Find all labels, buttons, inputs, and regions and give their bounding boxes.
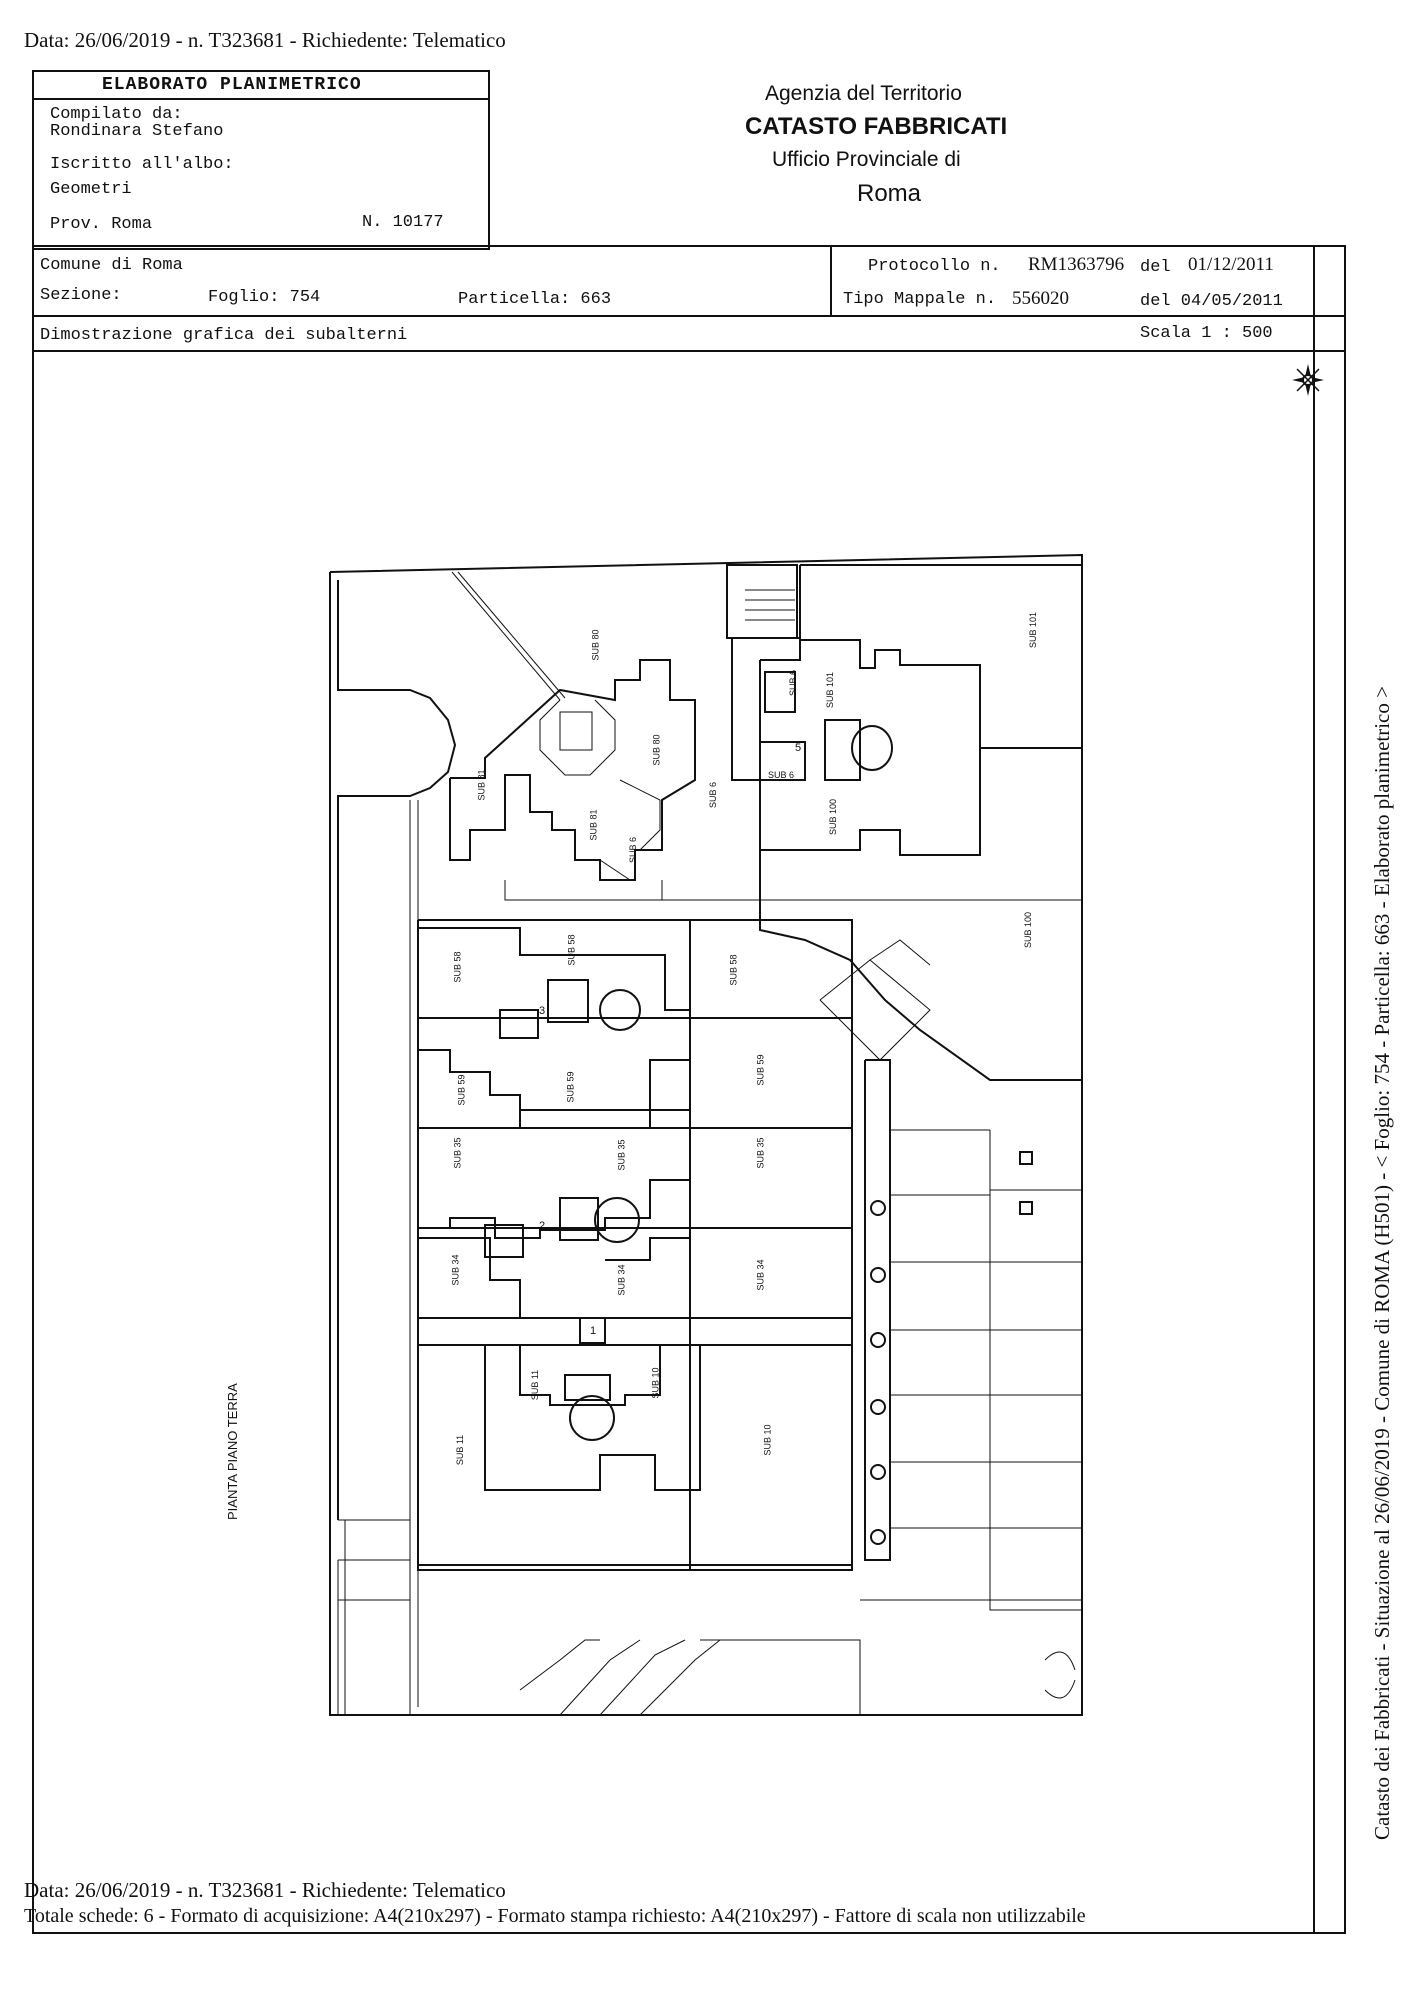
footer-line2: Totale schede: 6 - Formato di acquisizio… [24,1905,1086,1927]
sub-label: SUB 101 [825,671,836,709]
sub-label: SUB 59 [755,1054,766,1086]
tipo-mappale-date: del 04/05/2011 [1140,292,1283,311]
right-inner-border [1313,350,1315,1934]
sub-label: SUB 100 [1023,911,1034,949]
sub-label: SUB 58 [452,951,463,983]
prov-value: Prov. Roma [50,215,153,234]
protocollo-label: Protocollo n. [868,257,1001,276]
dimostrazione-label: Dimostrazione grafica dei subalterni [40,326,408,345]
sub-label: SUB 80 [590,629,601,661]
protocollo-del-label: del [1140,258,1171,277]
protocollo-number: RM1363796 [1028,254,1125,275]
sub-label: SUB 6 [628,836,639,864]
stair-number: 1 [590,1325,597,1337]
albo-value: Geometri [50,180,132,199]
compilato-name: Rondinara Stefano [50,122,224,141]
sub-label: SUB 101 [1028,611,1039,649]
sub-label: SUB 34 [616,1264,627,1296]
main-frame [32,245,1346,1934]
elaborato-title: ELABORATO PLANIMETRICO [102,75,362,95]
sub-label: SUB 6 [768,770,795,780]
agenzia-line4: Roma [857,180,922,207]
tipo-mappale-label: Tipo Mappale n. [843,290,997,309]
albo-number: N. 10177 [362,213,444,232]
stair-number: 5 [795,742,802,754]
agenzia-line1: Agenzia del Territorio [765,82,962,105]
info-right-divider [1313,245,1315,350]
scale-divider [32,350,1346,352]
sub-label: SUB 58 [728,954,739,986]
sub-label: SUB 100 [828,798,839,836]
sub-label: SUB 81 [588,809,599,841]
sub-label: SUB 11 [455,1434,466,1466]
sub-label: SUB 6 [788,669,799,697]
side-vertical-text: Catasto dei Fabbricati - Situazione al 2… [1370,686,1394,1840]
sub-label: SUB 58 [566,934,577,966]
stair-number: 3 [539,1005,546,1017]
sezione-label: Sezione: [40,286,122,305]
footer-line1: Data: 26/06/2019 - n. T323681 - Richiede… [24,1878,506,1902]
scale-label: Scala 1 : 500 [1140,324,1273,343]
top-header-line: Data: 26/06/2019 - n. T323681 - Richiede… [24,28,506,52]
sub-label: SUB 6 [708,781,719,809]
sub-label: SUB 81 [476,769,487,801]
sub-label: SUB 10 [650,1367,661,1399]
sub-label: SUB 35 [616,1139,627,1171]
foglio-value: Foglio: 754 [208,288,321,307]
sub-label: SUB 35 [452,1137,463,1169]
sub-label: SUB 35 [755,1137,766,1169]
sub-label: SUB 80 [651,734,662,766]
elaborato-title-divider [32,98,490,100]
site-boundary [329,553,1083,1716]
tipo-mappale-number: 556020 [1012,288,1069,309]
iscritto-label: Iscritto all'albo: [50,155,234,174]
compilato-label: Compilato da: [50,105,183,124]
agenzia-line3: Ufficio Provinciale di [772,148,961,171]
sub-label: SUB 59 [456,1074,467,1106]
floor-label: PIANTA PIANO TERRA [225,1383,240,1520]
comune-value: Comune di Roma [40,256,183,275]
sub-label: SUB 34 [450,1254,461,1286]
particella-value: Particella: 663 [458,290,612,309]
sub-label: SUB 11 [530,1369,541,1401]
protocollo-date: 01/12/2011 [1188,254,1274,275]
info-divider [32,315,1346,317]
agenzia-line2: CATASTO FABBRICATI [745,113,1008,140]
info-vertical-divider [830,245,832,315]
sub-label: SUB 34 [755,1259,766,1291]
elaborato-box [32,70,490,250]
sub-label: SUB 59 [565,1071,576,1103]
sub-label: SUB 10 [762,1424,773,1456]
stair-number: 2 [539,1220,546,1232]
compass-rose-icon [1292,364,1324,396]
